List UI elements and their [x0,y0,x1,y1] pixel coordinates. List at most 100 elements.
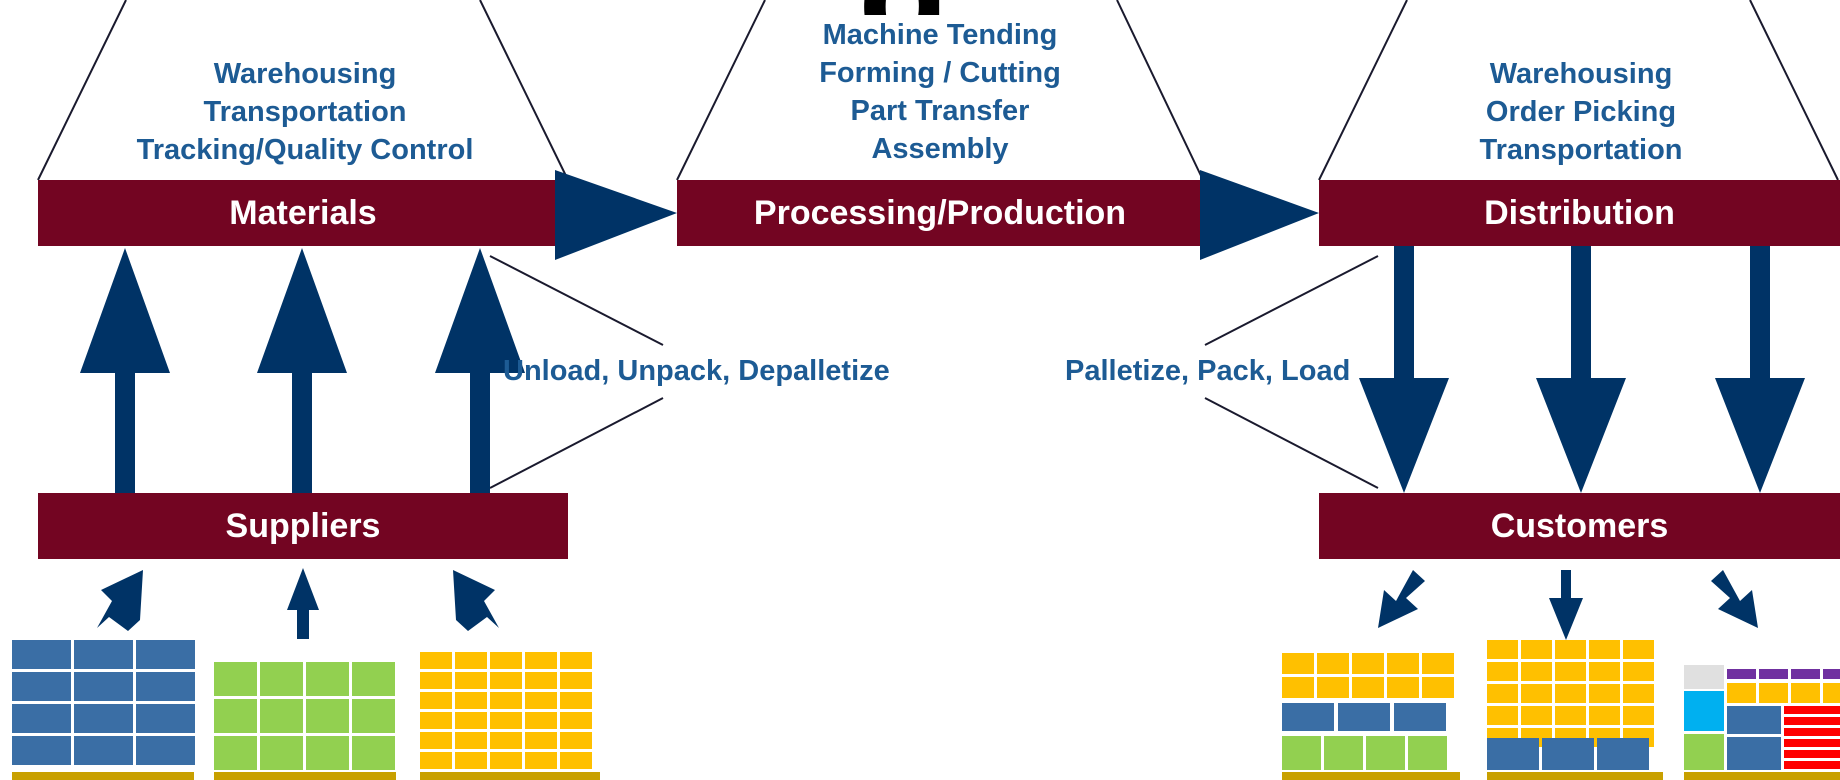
blue-box [1727,737,1781,770]
blue-box [1542,738,1594,770]
yellow-box [525,732,557,749]
green-box [352,699,395,733]
blue-box [74,672,133,701]
yellow-box [1521,706,1552,725]
yellow-box [455,752,487,769]
pallet-base [1684,772,1840,780]
yellow-box [1623,706,1654,725]
stage-boxes [38,180,1840,559]
yellow-box [1623,684,1654,703]
blue-box [1282,703,1334,731]
yellow-box [560,752,592,769]
distribution-task-2: Order Picking [1485,96,1677,128]
yellow-box [560,672,592,689]
yellow-box [1317,677,1349,698]
yellow-box [420,732,452,749]
green-box [260,699,303,733]
inbound-handoff-label: Unload, Unpack, Depalletize [503,355,890,387]
blue-box [136,672,195,701]
green-box [1324,736,1363,770]
yellow-box [1589,706,1620,725]
yellow-box [1623,640,1654,659]
blue-box [1487,738,1539,770]
pallet-base [1282,772,1460,780]
distribution-tasks: Warehousing Order Picking Transportation [1479,55,1682,169]
materials-task-2: Transportation [203,96,407,128]
delivery-arrow-2 [1536,246,1626,493]
yellow-box [455,652,487,669]
outbound-handoff-label: Palletize, Pack, Load [1065,355,1351,387]
yellow-box [490,712,522,729]
yellow-box [560,732,592,749]
blue-box [12,672,71,701]
processing-task-4: Assembly [871,133,1009,165]
yellow-box [1352,653,1384,674]
green-box [306,662,349,696]
yellow-box [1521,684,1552,703]
green-box [260,662,303,696]
yellow-box [455,672,487,689]
materials-label: Materials [229,193,377,232]
outbound-small-arrow-2 [1549,570,1583,640]
yellow-box [1387,677,1419,698]
pallet-loads [12,640,1840,780]
supply-arrow-2 [257,248,347,493]
delivery-arrow-1 [1359,246,1449,493]
yellow-box [490,732,522,749]
task-funnels [37,0,1839,489]
yellow-box [560,652,592,669]
yellow-box [1727,683,1756,703]
yellow-box [1282,653,1314,674]
blue-box [1394,703,1446,731]
distribution-label: Distribution [1484,193,1675,232]
title-fragment: g [858,0,958,15]
materials-tasks: Warehousing Transportation Tracking/Qual… [137,55,474,169]
outbound-small-arrow-1 [1378,570,1425,628]
yellow-box [1521,640,1552,659]
materials-task-1: Warehousing [213,58,397,90]
green-box [214,699,257,733]
outbound-small-arrow-3 [1711,570,1758,628]
flow-arrow-materials-to-processing [555,170,677,260]
yellow-box [420,712,452,729]
blue-box [136,736,195,765]
purple-box [1727,669,1756,679]
yellow-box [1521,662,1552,681]
blue-box [136,640,195,669]
yellow-box [1555,684,1586,703]
distribution-task-3: Transportation [1479,134,1683,166]
yellow-box [525,672,557,689]
green-box [1282,736,1321,770]
yellow-box [1352,677,1384,698]
inbound-small-arrow-3 [453,570,499,631]
yellow-box [1759,683,1788,703]
yellow-box [420,652,452,669]
yellow-box [1422,653,1454,674]
yellow-box [1623,662,1654,681]
green-box [306,736,349,770]
yellow-box [1487,640,1518,659]
yellow-box [525,712,557,729]
red-box [1784,706,1840,714]
green-box [352,736,395,770]
green-box [1408,736,1447,770]
yellow-box [1823,683,1840,703]
yellow-box [1487,662,1518,681]
blue-box [1727,706,1781,734]
yellow-box [490,692,522,709]
processing-task-1: Machine Tending [822,19,1058,51]
supply-arrow-1 [80,248,170,493]
red-box [1784,728,1840,736]
cyan-box [1684,691,1724,731]
red-box [1784,750,1840,758]
processing-task-3: Part Transfer [850,95,1030,127]
yellow-box [1791,683,1820,703]
yellow-box [525,752,557,769]
blue-box [12,704,71,733]
suppliers-label: Suppliers [225,506,381,545]
purple-box [1791,669,1820,679]
yellow-box [1555,640,1586,659]
inbound-small-arrow-2 [287,568,319,639]
inbound-small-arrow-1 [97,570,143,631]
